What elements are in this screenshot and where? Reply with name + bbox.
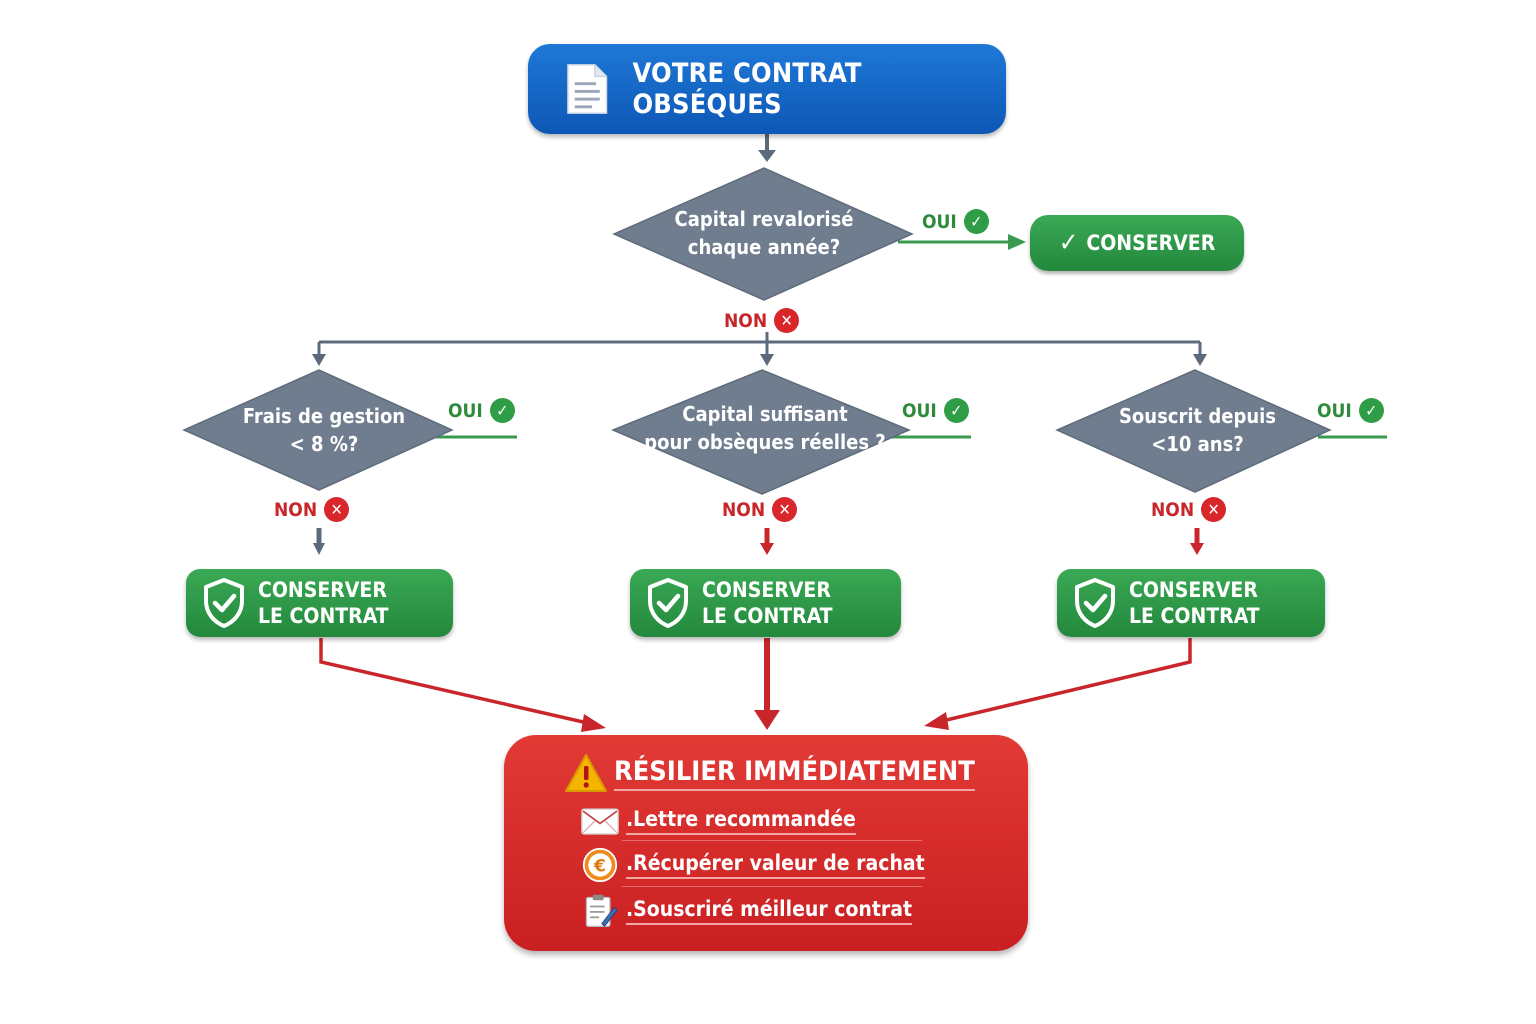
question-line: Souscrit depuis xyxy=(1118,404,1277,428)
terminate-step: .Lettre recommandée xyxy=(580,803,856,839)
keep-line-2: LE CONTRAT xyxy=(258,604,389,628)
document-icon xyxy=(567,64,608,114)
question-main-line: chaque année? xyxy=(687,235,841,259)
question-fees: Frais de gestion < 8 %? xyxy=(204,400,444,460)
terminate-title: RÉSILIER IMMÉDIATEMENT xyxy=(614,756,975,791)
question-line: Capital suffisant xyxy=(682,402,848,426)
x-circle-icon: ✕ xyxy=(772,497,798,522)
step-text: .Lettre recommandée xyxy=(626,807,856,835)
x-circle-icon: ✕ xyxy=(1201,497,1227,522)
non-text: NON xyxy=(1151,498,1195,521)
check-circle-icon: ✓ xyxy=(943,398,969,423)
terminate-step: .Souscriré méilleur contrat xyxy=(580,893,913,929)
arrowhead xyxy=(1193,354,1207,366)
oui-text: OUI xyxy=(448,399,483,422)
arrowhead xyxy=(1190,543,1204,555)
non-label-age: NON ✕ xyxy=(1151,497,1227,522)
non-label-fees: NON ✕ xyxy=(274,497,350,522)
oui-label-capital: OUI ✓ xyxy=(902,398,969,423)
euro-coin-icon: € xyxy=(582,847,618,883)
question-main-line: Capital revalorisé xyxy=(674,207,854,231)
oui-label-main: OUI ✓ xyxy=(922,209,989,234)
arrowhead xyxy=(754,710,780,730)
arrowhead xyxy=(313,543,325,555)
non-label-main: NON ✕ xyxy=(724,308,800,333)
question-age: Souscrit depuis <10 ans? xyxy=(1075,400,1320,460)
oui-text: OUI xyxy=(1317,399,1352,422)
non-text: NON xyxy=(722,498,766,521)
warning-icon xyxy=(565,754,607,792)
arrowhead xyxy=(312,354,326,366)
question-capital: Capital suffisant pour obsèques réelles … xyxy=(630,398,900,458)
non-label-capital: NON ✕ xyxy=(722,497,798,522)
svg-text:€: € xyxy=(593,856,606,876)
arrowhead xyxy=(924,712,949,730)
non-text: NON xyxy=(724,309,768,332)
red-arrow-left xyxy=(319,638,593,726)
conserver-box: ✓ CONSERVER xyxy=(1030,215,1244,271)
question-line: pour obsèques réelles ? xyxy=(644,430,886,454)
divider xyxy=(622,886,922,887)
terminate-box: RÉSILIER IMMÉDIATEMENT .Lettre recommand… xyxy=(504,735,1028,951)
shield-check-icon xyxy=(204,578,244,628)
arrowhead xyxy=(758,150,776,162)
oui-text: OUI xyxy=(902,399,937,422)
conserver-label: CONSERVER xyxy=(1086,231,1216,255)
check-circle-icon: ✓ xyxy=(963,209,989,234)
title-box: VOTRE CONTRAT OBSÉQUES xyxy=(528,44,1006,134)
terminate-step: € .Récupérer valeur de rachat xyxy=(580,847,925,883)
keep-contract-box-1: CONSERVER LE CONTRAT xyxy=(186,569,453,637)
envelope-icon xyxy=(581,807,619,835)
non-text: NON xyxy=(274,498,318,521)
check-circle-icon: ✓ xyxy=(489,398,515,423)
decision-diamond-capital xyxy=(611,369,911,495)
keep-line-1: CONSERVER xyxy=(1129,578,1258,602)
keep-line-2: LE CONTRAT xyxy=(1129,604,1260,628)
terminate-header: RÉSILIER IMMÉDIATEMENT xyxy=(564,753,975,793)
question-line: < 8 %? xyxy=(289,432,359,456)
x-circle-icon: ✕ xyxy=(324,497,350,522)
keep-contract-box-3: CONSERVER LE CONTRAT xyxy=(1057,569,1325,637)
keep-contract-box-2: CONSERVER LE CONTRAT xyxy=(630,569,901,637)
oui-label-fees: OUI ✓ xyxy=(448,398,515,423)
keep-line-1: CONSERVER xyxy=(702,578,831,602)
check-circle-icon: ✓ xyxy=(1358,398,1384,423)
oui-text: OUI xyxy=(922,210,957,233)
clipboard-pen-icon xyxy=(585,894,618,927)
x-circle-icon: ✕ xyxy=(774,308,800,333)
arrowhead xyxy=(760,354,774,366)
step-text: .Souscriré méilleur contrat xyxy=(626,897,913,925)
decision-diamond-age xyxy=(1055,369,1332,493)
question-line: <10 ans? xyxy=(1151,432,1244,456)
divider xyxy=(622,840,922,841)
oui-label-age: OUI ✓ xyxy=(1317,398,1384,423)
keep-line-2: LE CONTRAT xyxy=(702,604,833,628)
red-arrow-right xyxy=(937,638,1192,724)
step-text: .Récupérer valeur de rachat xyxy=(626,851,925,879)
keep-line-1: CONSERVER xyxy=(258,578,387,602)
arrowhead xyxy=(1008,234,1026,250)
decision-diamond-main xyxy=(612,167,914,301)
shield-check-icon xyxy=(1075,578,1115,628)
question-line: Frais de gestion xyxy=(242,404,406,428)
shield-check-icon xyxy=(648,578,688,628)
decision-diamond-fees xyxy=(182,369,454,491)
page-title: VOTRE CONTRAT OBSÉQUES xyxy=(632,58,862,120)
question-main: Capital revalorisé chaque année? xyxy=(624,198,904,268)
check-icon: ✓ xyxy=(1058,228,1079,258)
arrowhead xyxy=(760,543,774,555)
arrowhead xyxy=(581,714,606,732)
